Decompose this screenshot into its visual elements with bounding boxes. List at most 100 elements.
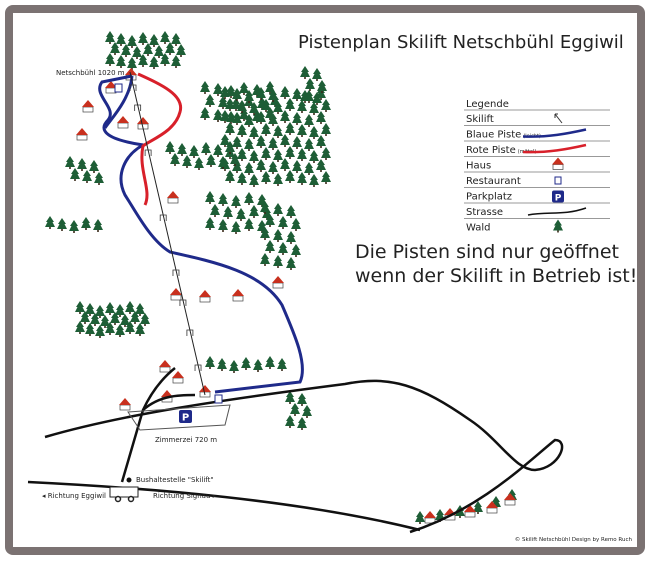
tree-icon bbox=[171, 33, 181, 44]
blue-piste bbox=[98, 74, 304, 394]
tree-icon bbox=[292, 112, 302, 123]
tree-icon bbox=[127, 57, 137, 68]
tree-icon bbox=[292, 136, 302, 147]
parking-label: P bbox=[182, 413, 189, 424]
red-piste bbox=[137, 72, 183, 206]
tree-icon bbox=[45, 216, 55, 227]
tree-icon bbox=[100, 315, 110, 326]
tree-icon bbox=[95, 325, 105, 336]
lift-tower-icon bbox=[186, 329, 194, 336]
tree-icon bbox=[225, 122, 235, 133]
tree-icon bbox=[210, 204, 220, 215]
tree-icon bbox=[225, 98, 235, 109]
tree-icon bbox=[201, 142, 211, 153]
tree-icon bbox=[312, 92, 322, 103]
tree-icon bbox=[237, 100, 247, 111]
skilift-line bbox=[129, 71, 206, 396]
tree-icon bbox=[105, 31, 115, 42]
house-icon bbox=[464, 505, 476, 512]
tree-icon bbox=[285, 415, 295, 426]
tree-icon bbox=[249, 102, 259, 113]
tree-icon bbox=[265, 214, 275, 225]
tree-icon bbox=[80, 311, 90, 322]
tree-icon bbox=[218, 193, 228, 204]
tree-icon bbox=[321, 123, 331, 134]
tree-icon bbox=[278, 216, 288, 227]
tree-icon bbox=[302, 405, 312, 416]
tree-icon bbox=[239, 82, 249, 93]
tree-icon bbox=[285, 122, 295, 133]
tree-icon bbox=[85, 303, 95, 314]
tree-icon bbox=[127, 35, 137, 46]
tree-icon bbox=[225, 170, 235, 181]
tree-icon bbox=[316, 159, 326, 170]
tree-icon bbox=[231, 195, 241, 206]
tree-icon bbox=[304, 114, 314, 125]
tree-icon bbox=[260, 253, 270, 264]
road-branch bbox=[142, 393, 196, 411]
tree-icon bbox=[280, 86, 290, 97]
road-lower bbox=[27, 480, 421, 532]
tree-icon bbox=[244, 90, 254, 101]
tree-icon bbox=[261, 147, 271, 158]
tree-icon bbox=[300, 66, 310, 77]
direction-eggiwil: ◂ Richtung Eggiwil bbox=[42, 492, 106, 500]
house-icon bbox=[172, 371, 184, 378]
tree-icon bbox=[140, 313, 150, 324]
tree-icon bbox=[317, 80, 327, 91]
tree-icon bbox=[244, 192, 254, 203]
tree-icon bbox=[205, 94, 215, 105]
tree-icon bbox=[309, 150, 319, 161]
legend-label: Strasse bbox=[466, 207, 503, 218]
tree-icon bbox=[249, 174, 259, 185]
tree-icon bbox=[93, 219, 103, 230]
tree-icon bbox=[165, 141, 175, 152]
tree-icon bbox=[75, 301, 85, 312]
base-label: Zimmerzei 720 m bbox=[155, 436, 217, 444]
tree-icon bbox=[213, 144, 223, 155]
tree-icon bbox=[265, 81, 275, 92]
tree-icon bbox=[278, 242, 288, 253]
tree-icon bbox=[116, 55, 126, 66]
tree-icon bbox=[280, 110, 290, 121]
tree-icon bbox=[205, 191, 215, 202]
tree-icon bbox=[297, 417, 307, 428]
forest bbox=[45, 31, 517, 524]
legend-label: Restaurant bbox=[466, 176, 521, 187]
tree-icon bbox=[321, 171, 331, 182]
skilift-icon bbox=[554, 113, 563, 124]
tree-icon bbox=[277, 358, 287, 369]
tree-icon bbox=[75, 321, 85, 332]
tree-icon bbox=[285, 146, 295, 157]
tree-icon bbox=[81, 217, 91, 228]
red-piste-line bbox=[522, 143, 587, 154]
parking-icon bbox=[552, 190, 564, 203]
tree-icon bbox=[316, 111, 326, 122]
bus-stop-marker bbox=[126, 477, 132, 483]
tree-icon bbox=[305, 78, 315, 89]
house-icon bbox=[167, 191, 179, 198]
tree-icon bbox=[291, 218, 301, 229]
restaurant-icon bbox=[114, 83, 123, 93]
tree-icon bbox=[292, 160, 302, 171]
bus-icon bbox=[109, 486, 139, 503]
tree-icon bbox=[291, 244, 301, 255]
tree-icon bbox=[244, 162, 254, 173]
tree-icon bbox=[82, 170, 92, 181]
tree-icon bbox=[120, 314, 130, 325]
tree-icon bbox=[206, 154, 216, 165]
tree-icon bbox=[415, 511, 425, 522]
tree-icon bbox=[256, 159, 266, 170]
tree-icon bbox=[280, 134, 290, 145]
tree-icon bbox=[297, 100, 307, 111]
tree-icon bbox=[57, 218, 67, 229]
restaurant-icon-base bbox=[214, 394, 223, 404]
road-main bbox=[44, 379, 564, 534]
tree-icon bbox=[268, 161, 278, 172]
tree-icon bbox=[171, 55, 181, 66]
summit-label: Netschbühl 1020 m bbox=[56, 69, 125, 77]
legend-label: Wald bbox=[466, 223, 491, 234]
house-icon bbox=[125, 68, 137, 75]
